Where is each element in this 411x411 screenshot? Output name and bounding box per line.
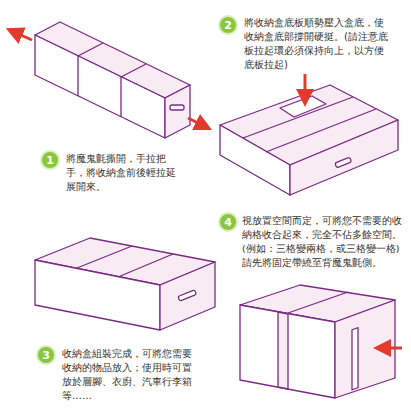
step-instruction: 收納盒組裝完成，可將您需要收納的物品放入；使用時可置放於層腳、衣廚、汽車行李箱等…: [62, 347, 200, 403]
step-instruction: 視放置空間而定，可將您不需要的收納格收合起來，完全不佔多餘空間。(例如：三格變兩…: [242, 214, 402, 270]
step-instruction: 將魔鬼氈撕開，手拉把手，將收納盒前後輕拉延展開來。: [66, 152, 176, 194]
step-number: 4: [224, 217, 232, 228]
step-number-circle: 3: [36, 345, 56, 365]
step-number: 1: [46, 155, 54, 166]
step-number: 3: [42, 350, 50, 361]
step-number-circle: 2: [218, 15, 238, 35]
step-instruction: 將收納盒底板順勢壓入盒底，使收納盒底部撐開硬挺。(請注意底板拉起環必須保持向上，…: [244, 16, 390, 72]
step-number: 2: [224, 20, 232, 31]
step-number-circle: 4: [218, 212, 238, 232]
step-number-circle: 1: [40, 150, 60, 170]
